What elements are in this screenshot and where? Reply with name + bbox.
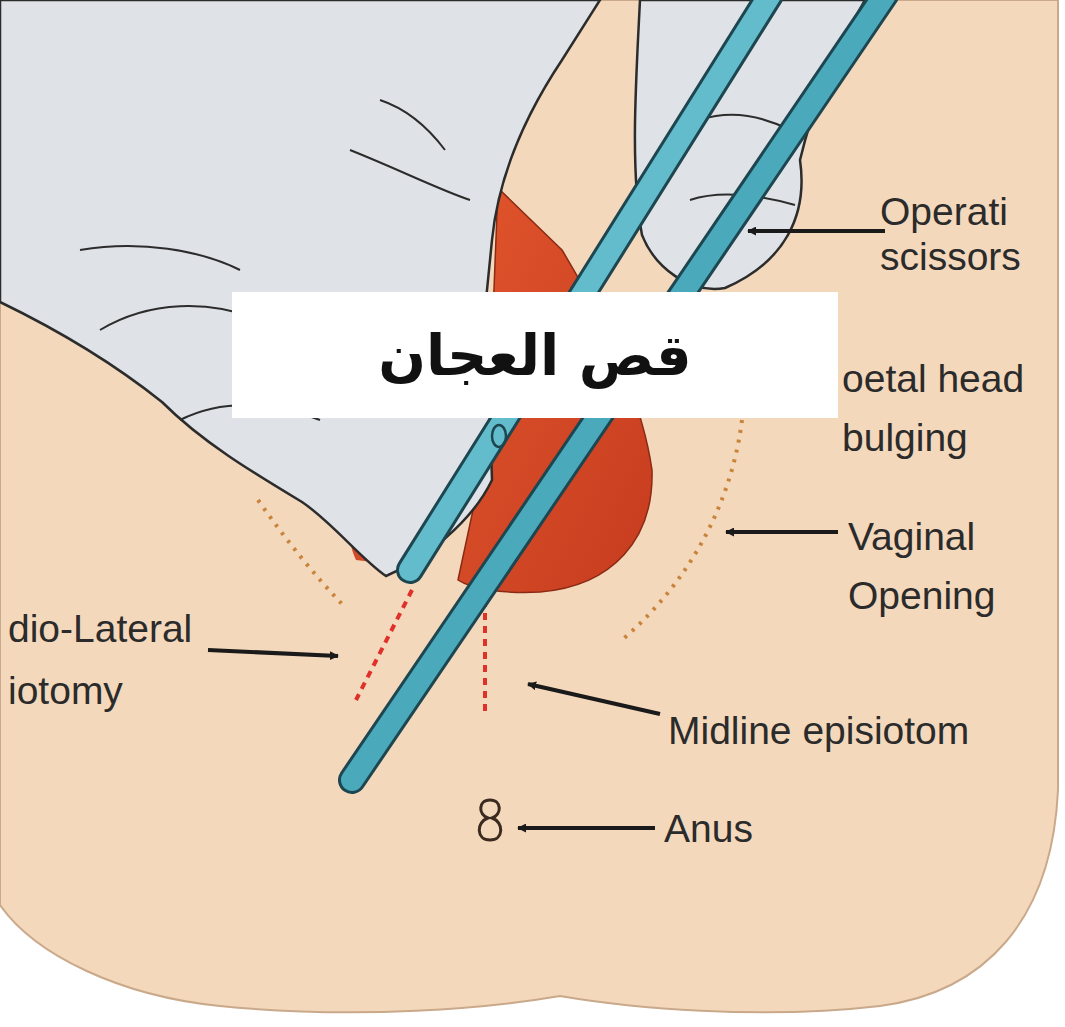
vaginal-opening-outline [258,500,342,604]
scissor-blade [410,0,770,570]
part-label: Operati scissors [880,190,1052,280]
part-label: oetal head bulging [842,350,1054,467]
glove-crease [700,115,790,130]
scissor-blade-outline [410,0,770,570]
glove-crease [80,246,240,270]
part-label: dio-Lateral iotomy [8,598,240,723]
part-label: Midline episiotom [668,708,969,755]
leader-arrow [726,530,838,534]
title: قص العجان [378,323,692,388]
leader-arrow [518,826,655,830]
leader-arrow [748,229,885,233]
leader-arrow [528,684,660,714]
title-box: قص العجان [232,292,838,418]
glove-crease [350,150,470,200]
midline-incision [483,600,487,712]
scissor-pivot [492,425,506,447]
leader-arrow [208,650,338,656]
part-label: Vaginal Opening [848,508,1048,625]
glove-crease [380,100,445,150]
vaginal-opening-outline [622,420,742,640]
gloved-hand [0,0,600,576]
part-label: Anus [664,806,753,853]
anus-symbol [479,800,501,840]
